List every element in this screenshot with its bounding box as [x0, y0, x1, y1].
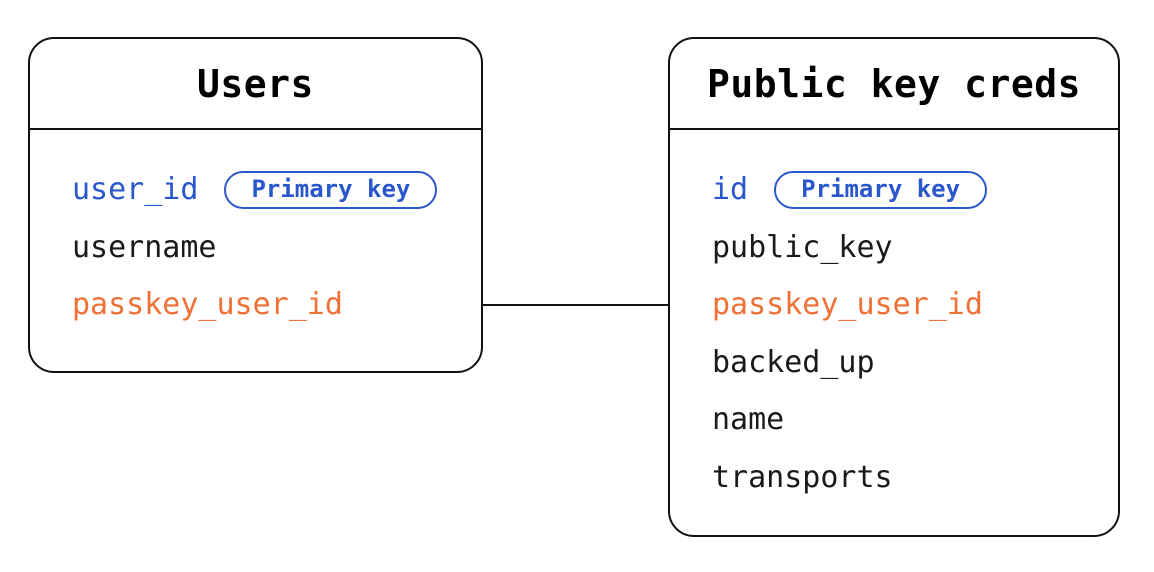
entity-users-header: Users — [30, 39, 481, 130]
field-name: username — [72, 229, 217, 265]
field-name: user_id — [72, 172, 199, 208]
field-row-public-key: public_key — [712, 219, 1118, 277]
field-row-id: id Primary key — [712, 161, 1118, 219]
field-name: passkey_user_id — [72, 287, 343, 323]
field-row-name: name — [712, 391, 1118, 449]
field-name: public_key — [712, 229, 893, 265]
entity-public-key-creds-fields: id Primary key public_key passkey_user_i… — [670, 130, 1118, 506]
field-row-transports: transports — [712, 449, 1118, 507]
entity-users-fields: user_id Primary key username passkey_use… — [30, 130, 481, 334]
entity-public-key-creds-header: Public key creds — [670, 39, 1118, 130]
relationship-connector-line — [483, 304, 668, 306]
field-name: id — [712, 172, 749, 208]
primary-key-badge: Primary key — [224, 170, 438, 209]
field-row-username: username — [72, 219, 481, 277]
field-name: name — [712, 402, 785, 438]
field-name: transports — [712, 459, 893, 495]
field-name: passkey_user_id — [712, 287, 983, 323]
field-row-passkey-user-id: passkey_user_id — [72, 276, 481, 334]
field-name: backed_up — [712, 344, 875, 380]
field-row-backed-up: backed_up — [712, 334, 1118, 392]
primary-key-badge: Primary key — [774, 170, 988, 209]
field-row-user-id: user_id Primary key — [72, 161, 481, 219]
entity-users-title: Users — [197, 61, 314, 106]
entity-public-key-creds-title: Public key creds — [706, 61, 1082, 106]
field-row-passkey-user-id: passkey_user_id — [712, 276, 1118, 334]
entity-public-key-creds: Public key creds id Primary key public_k… — [668, 37, 1120, 537]
entity-users: Users user_id Primary key username passk… — [28, 37, 483, 373]
